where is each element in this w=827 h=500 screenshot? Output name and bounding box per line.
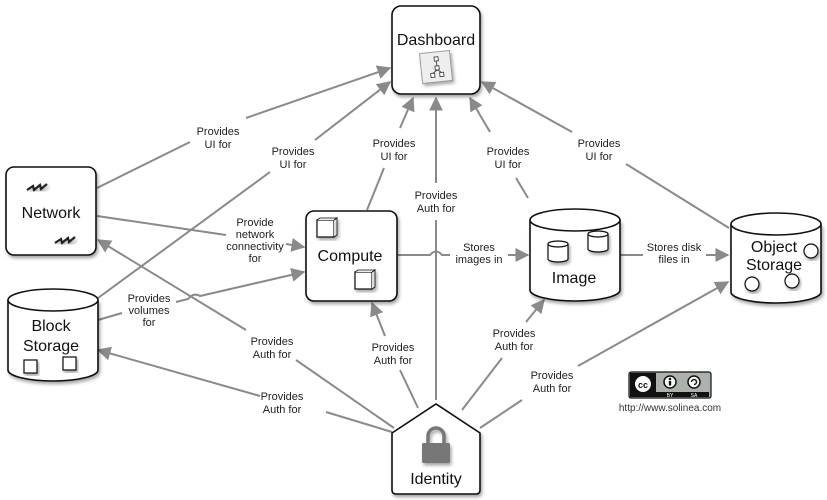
edge-identity-network: [295, 359, 395, 429]
edge-identity-compute: [399, 369, 419, 409]
edge-network-dashboard-2: [245, 65, 392, 119]
cc-icon: [633, 374, 653, 394]
cc-license-badge[interactable]: cc BY SA: [628, 371, 712, 399]
edge-compute-image: [398, 250, 450, 256]
edge-object-dashboard-2: [480, 81, 573, 133]
edge-compute-dashboard-2: [399, 96, 415, 129]
circle-icon: [744, 276, 760, 292]
edge-identity-block-2: [96, 346, 261, 397]
by-icon-body: [668, 381, 672, 386]
edge-identity-network-2: [96, 239, 247, 331]
square-icon: [23, 359, 38, 374]
dashboard-label: Dashboard: [397, 32, 475, 49]
cylinder-icon: [587, 230, 609, 253]
edge-identity-image-2: [525, 298, 545, 323]
edge-identity-image: [461, 357, 503, 411]
edges: [96, 65, 730, 433]
edge-block-dashboard-2: [314, 81, 392, 141]
compute-label: Compute: [318, 248, 383, 265]
edge-image-dashboard-2: [469, 96, 491, 133]
edge-network-compute: [96, 215, 227, 236]
node-dashboard[interactable]: Dashboard: [391, 5, 481, 95]
image-label: Image: [552, 270, 597, 287]
circle-icon: [784, 273, 800, 289]
cc-text: cc: [638, 380, 648, 390]
cube-icon: [316, 217, 339, 238]
by-text: BY: [667, 393, 674, 399]
node-compute[interactable]: Compute: [305, 210, 398, 302]
credit-url[interactable]: http://www.solinea.com: [619, 403, 721, 414]
hierarchy-icon: [419, 50, 453, 84]
edge-network-dashboard: [96, 141, 191, 189]
edge-identity-compute-2: [370, 301, 386, 337]
edge-block-compute: [97, 312, 123, 321]
lightning-icon: [26, 183, 48, 192]
network-label: Network: [22, 205, 82, 222]
sa-text: SA: [691, 393, 698, 399]
sa-icon: [687, 375, 701, 389]
node-image[interactable]: Image: [529, 208, 621, 302]
edge-block-dashboard: [97, 171, 271, 299]
edge-image-dashboard: [515, 177, 529, 199]
node-network[interactable]: Network: [5, 166, 97, 256]
edge-identity-block: [325, 411, 393, 433]
edge-block-compute-2: [175, 268, 306, 303]
node-identity[interactable]: Identity: [391, 403, 481, 495]
by-icon-head: [668, 377, 672, 381]
edge-identity-object: [479, 399, 523, 429]
identity-label: Identity: [410, 471, 462, 488]
cube-icon: [354, 269, 377, 290]
circle-icon: [803, 243, 819, 259]
lightning-icon: [54, 236, 76, 245]
sa-icon-arrow: [690, 378, 698, 386]
edge-compute-dashboard: [366, 167, 385, 211]
edge-object-dashboard: [625, 163, 730, 229]
edge-identity-object-2: [577, 281, 730, 367]
square-icon: [62, 356, 77, 371]
cylinder-icon: [547, 240, 569, 263]
lock-icon: [422, 426, 450, 463]
edge-network-compute-2: [285, 238, 306, 252]
